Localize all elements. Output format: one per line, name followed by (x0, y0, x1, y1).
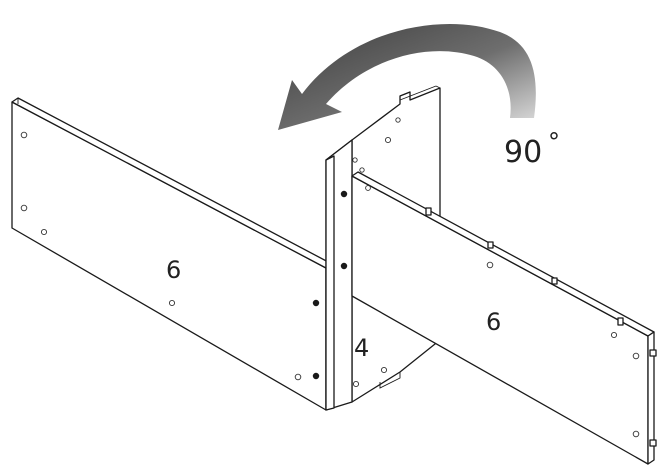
rotation-angle-label: 90 (504, 135, 542, 170)
rotation-arrow-icon (278, 23, 536, 130)
left-panel-label: 6 (166, 256, 181, 284)
center-panel-front (325, 139, 353, 411)
right-panel (351, 171, 657, 465)
right-panel-label: 6 (486, 308, 501, 336)
center-panel-label: 4 (354, 334, 369, 362)
left-panel (11, 97, 333, 411)
degree-symbol: ° (548, 128, 560, 156)
